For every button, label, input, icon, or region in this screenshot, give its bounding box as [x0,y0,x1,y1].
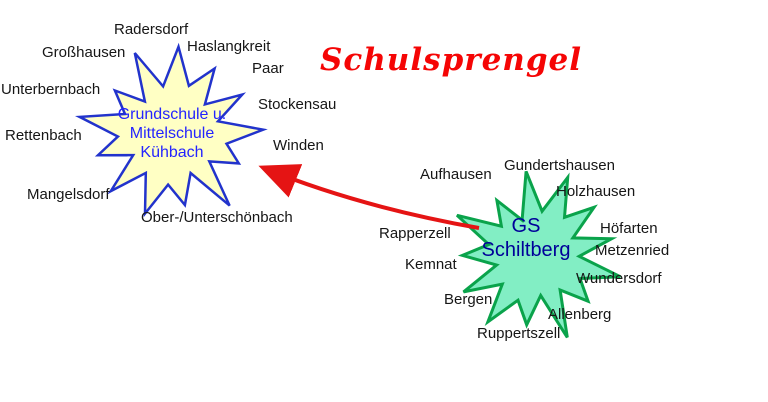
place-label-ober-unterschoenbach: Ober-/Unterschönbach [141,209,293,226]
place-label-allenberg: Allenberg [548,306,612,323]
schiltberg-name-line1: GS [511,215,541,237]
place-label-hoefarten: Höfarten [600,220,658,237]
page-title: Schulsprengel [320,42,583,78]
schiltberg-star-shape [455,170,621,339]
place-label-rettenbach: Rettenbach [5,127,82,144]
kuehbach-name-line1: Grundschule u. [117,106,227,123]
place-label-unterbernbach: Unterbernbach [1,81,101,98]
schiltberg-star-label: GS Schiltberg [466,214,586,262]
place-label-mangelsdorf: Mangelsdorf [27,186,110,203]
place-label-holzhausen: Holzhausen [556,183,636,200]
transfer-arrow [258,164,480,230]
kuehbach-name-line2: Mittelschule [129,125,215,142]
kuehbach-name-line3: Kühbach [140,144,204,161]
place-label-grosshausen: Großhausen [42,44,126,61]
kuehbach-star-shape [74,42,268,218]
place-label-kemnat: Kemnat [405,256,457,273]
place-label-winden: Winden [273,137,324,154]
place-label-rapperzell: Rapperzell [379,225,451,242]
place-label-radersdorf: Radersdorf [114,21,189,38]
place-label-wundersdorf: Wundersdorf [576,270,662,287]
place-label-metzenried: Metzenried [595,242,670,259]
place-label-haslangkreit: Haslangkreit [187,38,271,55]
place-label-ruppertszell: Ruppertszell [477,325,561,342]
kuehbach-star-label: Grundschule u. Mittelschule Kühbach [92,105,252,162]
place-label-bergen: Bergen [444,291,493,308]
place-label-stockensau: Stockensau [258,96,337,113]
place-label-paar: Paar [252,60,284,77]
place-label-gundertshausen: Gundertshausen [504,157,615,174]
schiltberg-name-line2: Schiltberg [481,239,571,261]
place-label-aufhausen: Aufhausen [420,166,492,183]
